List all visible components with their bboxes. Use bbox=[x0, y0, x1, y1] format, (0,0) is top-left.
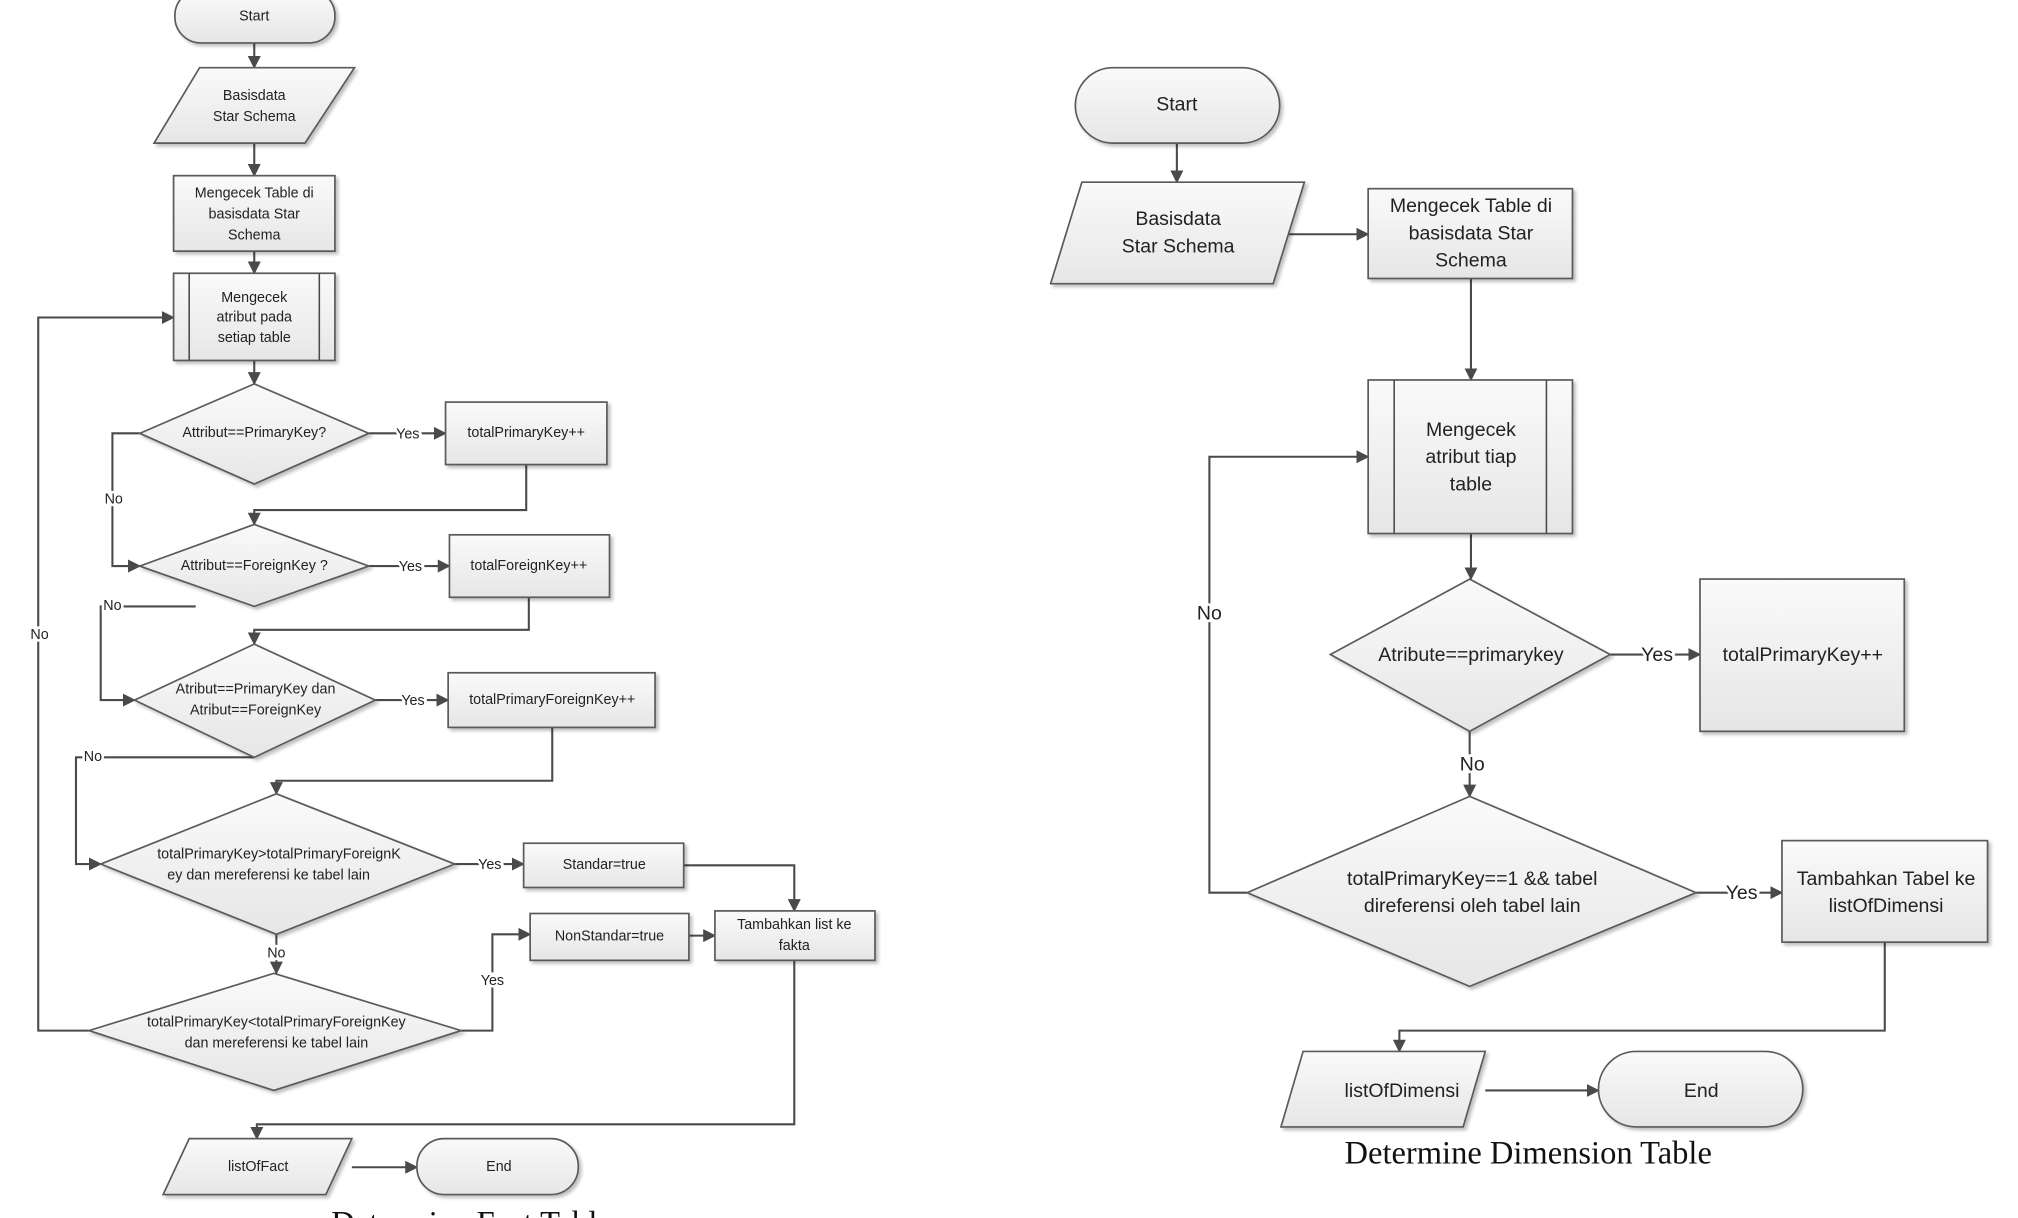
fact-check-table-process: Mengecek Table di basisdata Star Schema bbox=[172, 174, 336, 252]
process-label: totalForeignKey++ bbox=[470, 558, 587, 574]
yes-label: Yes bbox=[481, 973, 504, 989]
fact-decision-primary-key: Attribut==PrimaryKey? bbox=[137, 382, 371, 486]
decision-label: totalPrimaryKey<totalPrimaryForeignKey bbox=[147, 1015, 406, 1031]
process-label: Mengecek Table di bbox=[1390, 195, 1552, 217]
dimension-output-list: listOfDimensi bbox=[1279, 1050, 1487, 1128]
process-label: fakta bbox=[779, 938, 810, 954]
yes-label: Yes bbox=[401, 693, 424, 709]
fact-decision-primary-and-foreign: Atribut==PrimaryKey dan Atribut==Foreign… bbox=[132, 643, 378, 759]
decision-label: Atribut==ForeignKey bbox=[190, 702, 322, 718]
fact-input-database: Basisdata Star Schema bbox=[152, 66, 357, 144]
decision-label: Attribut==ForeignKey ? bbox=[181, 558, 328, 574]
yes-label: Yes bbox=[396, 426, 419, 442]
process-label: totalPrimaryKey++ bbox=[467, 425, 585, 441]
dimension-process-total-primary-key: totalPrimaryKey++ bbox=[1699, 578, 1906, 733]
fact-output-list: listOfFact bbox=[161, 1137, 354, 1196]
dimension-branch-labels: Yes No Yes No bbox=[1194, 600, 1760, 907]
process-label: atribut pada bbox=[216, 309, 292, 325]
dimension-caption: Determine Dimension Table bbox=[1345, 1135, 1712, 1171]
fact-connectors bbox=[37, 42, 801, 1174]
no-label: No bbox=[267, 946, 285, 962]
dimension-input-database: Basisdata Star Schema bbox=[1049, 181, 1306, 285]
dimension-flowchart: Start Basisdata Star Schema Mengecek Tab… bbox=[1049, 66, 1989, 1171]
fact-process-standard-true: Standar=true bbox=[522, 842, 685, 889]
no-label: No bbox=[1197, 602, 1222, 624]
no-label: No bbox=[84, 749, 102, 765]
process-label: totalPrimaryKey++ bbox=[1723, 644, 1883, 666]
input-label: Star Schema bbox=[213, 109, 296, 125]
process-label: listOfDimensi bbox=[1829, 895, 1944, 917]
dimension-connectors bbox=[1170, 143, 1886, 1097]
fact-end-terminator: End bbox=[416, 1137, 580, 1196]
dimension-process-add-to-dimension-list: Tambahkan Tabel ke listOfDimensi bbox=[1781, 839, 1989, 943]
fact-decision-non-standard: totalPrimaryKey<totalPrimaryForeignKey d… bbox=[86, 972, 464, 1092]
fact-process-non-standard-true: NonStandar=true bbox=[529, 912, 690, 962]
decision-label: totalPrimaryKey==1 && tabel bbox=[1347, 868, 1597, 890]
output-label: listOfDimensi bbox=[1345, 1080, 1460, 1102]
end-label: End bbox=[486, 1159, 511, 1175]
no-label: No bbox=[1460, 753, 1485, 775]
process-label: Schema bbox=[1435, 250, 1507, 272]
process-label: NonStandar=true bbox=[555, 929, 664, 945]
process-label: basisdata Star bbox=[1409, 222, 1534, 244]
process-label: Tambahkan list ke bbox=[737, 917, 851, 933]
fact-flowchart: Start Basisdata Star Schema Mengecek Tab… bbox=[28, 0, 876, 1218]
process-label: totalPrimaryForeignKey++ bbox=[469, 692, 635, 708]
dimension-check-table-process: Mengecek Table di basisdata Star Schema bbox=[1367, 187, 1574, 280]
process-label: Mengecek Table di bbox=[195, 186, 314, 202]
fact-process-total-primary-foreign-key: totalPrimaryForeignKey++ bbox=[447, 671, 656, 729]
fact-start-terminator: Start bbox=[174, 0, 336, 44]
yes-label: Yes bbox=[478, 857, 501, 873]
dimension-decision-primary-key: Atribute==primarykey bbox=[1328, 578, 1612, 733]
end-label: End bbox=[1684, 1080, 1719, 1102]
process-label: table bbox=[1450, 474, 1492, 496]
decision-label: ey dan mereferensi ke tabel lain bbox=[167, 868, 370, 884]
decision-label: direferensi oleh tabel lain bbox=[1364, 895, 1581, 917]
input-label: Basisdata bbox=[223, 88, 286, 104]
decision-label: Atribut==PrimaryKey dan bbox=[176, 681, 336, 697]
process-label: Standar=true bbox=[563, 857, 646, 873]
yes-label: Yes bbox=[1726, 882, 1758, 904]
decision-label: totalPrimaryKey>totalPrimaryForeignK bbox=[157, 847, 401, 863]
yes-label: Yes bbox=[399, 559, 422, 575]
process-label: atribut tiap bbox=[1425, 446, 1516, 468]
fact-check-attribute-subprocess: Mengecek atribut pada setiap table bbox=[172, 272, 336, 362]
process-label: setiap table bbox=[218, 330, 291, 346]
input-label: Basisdata bbox=[1135, 208, 1221, 230]
process-label: Tambahkan Tabel ke bbox=[1797, 868, 1976, 890]
input-label: Star Schema bbox=[1122, 235, 1235, 257]
decision-label: Atribute==primarykey bbox=[1378, 644, 1564, 666]
fact-decision-foreign-key: Attribut==ForeignKey ? bbox=[137, 523, 372, 608]
fact-process-total-primary-key: totalPrimaryKey++ bbox=[444, 401, 608, 466]
dimension-end-terminator: End bbox=[1597, 1050, 1804, 1128]
dimension-start-terminator: Start bbox=[1074, 66, 1281, 144]
fact-process-total-foreign-key: totalForeignKey++ bbox=[448, 533, 611, 599]
output-label: listOfFact bbox=[228, 1159, 288, 1175]
fact-branch-labels: Yes Yes Yes Yes Yes No No No No No bbox=[28, 424, 507, 992]
dimension-decision-referenced: totalPrimaryKey==1 && tabel direferensi … bbox=[1244, 795, 1699, 988]
fact-process-add-to-fact-list: Tambahkan list ke fakta bbox=[714, 910, 876, 962]
no-label: No bbox=[103, 598, 121, 614]
fact-decision-standard: totalPrimaryKey>totalPrimaryForeignK ey … bbox=[98, 792, 457, 936]
start-label: Start bbox=[239, 9, 269, 25]
yes-label: Yes bbox=[1641, 644, 1673, 666]
start-label: Start bbox=[1156, 94, 1198, 116]
dimension-check-attribute-subprocess: Mengecek atribut tiap table bbox=[1367, 379, 1574, 535]
no-label: No bbox=[30, 627, 48, 643]
process-label: Schema bbox=[228, 227, 280, 243]
no-label: No bbox=[105, 491, 123, 507]
decision-label: dan mereferensi ke tabel lain bbox=[185, 1035, 369, 1051]
decision-label: Attribut==PrimaryKey? bbox=[182, 425, 326, 441]
process-label: Mengecek bbox=[221, 290, 288, 306]
process-label: Mengecek bbox=[1426, 419, 1516, 441]
fact-caption: Determine Fact Table bbox=[331, 1206, 612, 1218]
process-label: basisdata Star bbox=[209, 206, 301, 222]
